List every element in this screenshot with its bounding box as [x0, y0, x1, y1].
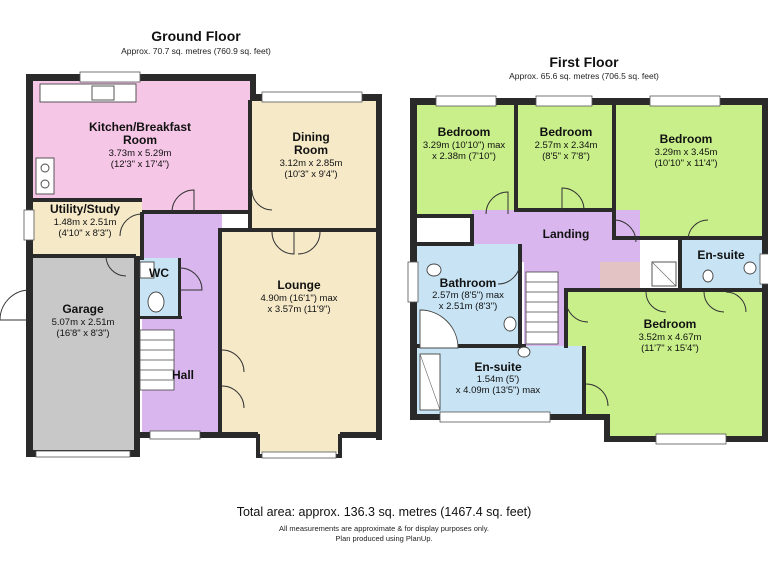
hall-fill	[142, 212, 222, 434]
bathroom-name: Bathroom	[440, 276, 497, 290]
total-area: Total area: approx. 136.3 sq. metres (14…	[237, 505, 532, 519]
bathroom-dim-2: x 2.51m (8'3")	[439, 301, 498, 312]
lounge-fill	[222, 230, 376, 452]
lounge-dim-2: x 3.57m (11'9")	[267, 304, 330, 315]
bedroom-b-dim-1: 2.57m x 2.34m	[535, 140, 598, 151]
bedroom-b-dim-2: (8'5" x 7'8")	[542, 151, 590, 162]
bedroom-d-name: Bedroom	[644, 317, 697, 331]
kitchen-dim-1: 3.73m x 5.29m	[109, 148, 172, 159]
kitchen-fill	[32, 80, 252, 212]
ensuite-top-name: En-suite	[697, 248, 745, 262]
bedroom-b-fill	[516, 104, 614, 210]
bedroom-d-dim-2: (11'7" x 15'4")	[641, 343, 699, 354]
dining-name-1: Dining	[292, 130, 329, 144]
utility-dim-2: (4'10" x 8'3")	[58, 228, 111, 239]
bedroom-c-dim-2: (10'10" x 11'4")	[654, 158, 717, 169]
dining-dim-1: 3.12m x 2.85m	[280, 158, 343, 169]
first-floor-area: Approx. 65.6 sq. metres (706.5 sq. feet)	[509, 71, 659, 81]
bathroom-dim-1: 2.57m (8'5") max	[432, 290, 504, 301]
first-floor-title: First Floor	[549, 54, 619, 70]
bedroom-d-dim-1: 3.52m x 4.67m	[639, 332, 702, 343]
disclaimer-line-1: All measurements are approximate & for d…	[279, 524, 489, 533]
bedroom-b-name: Bedroom	[540, 125, 593, 139]
garage-name: Garage	[62, 302, 104, 316]
bedroom-c-dim-1: 3.29m x 3.45m	[655, 147, 718, 158]
disclaimer-line-2: Plan produced using PlanUp.	[335, 534, 432, 543]
utility-dim-1: 1.48m x 2.51m	[54, 217, 117, 228]
garage-fill	[32, 256, 134, 450]
bedroom-a-fill	[416, 104, 516, 216]
garage-dim-1: 5.07m x 2.51m	[52, 317, 115, 328]
kitchen-dim-2: (12'3" x 17'4")	[111, 159, 169, 170]
bedroom-a-dim-1: 3.29m (10'10") max	[423, 140, 506, 151]
first-floor-plan	[407, 95, 768, 445]
utility-fill	[32, 200, 142, 256]
ground-floor-title: Ground Floor	[151, 28, 241, 44]
bedroom-a-dim-2: x 2.38m (7'10")	[432, 151, 496, 162]
ground-floor-area: Approx. 70.7 sq. metres (760.9 sq. feet)	[121, 46, 271, 56]
ensuite-bottom-fill	[416, 346, 584, 414]
bedroom-d-fill	[566, 290, 762, 436]
bedroom-c-name: Bedroom	[660, 132, 713, 146]
wc-name: WC	[149, 266, 169, 280]
dining-dim-2: (10'3" x 9'4")	[284, 169, 337, 180]
cupboard-fill	[600, 262, 640, 290]
lounge-name: Lounge	[277, 278, 321, 292]
ensuite-bottom-dim-2: x 4.09m (13'5") max	[456, 385, 541, 396]
bedroom-a-name: Bedroom	[438, 125, 491, 139]
ground-stairs	[139, 329, 175, 391]
ensuite-top-fill	[680, 240, 762, 290]
landing-name: Landing	[543, 227, 590, 241]
lounge-dim-1: 4.90m (16'1") max	[261, 293, 338, 304]
dining-fill	[252, 100, 376, 230]
first-stairs	[525, 271, 559, 345]
bedroom-c-fill	[614, 104, 762, 240]
kitchen-name-2: Room	[123, 133, 157, 147]
dining-name-2: Room	[294, 143, 328, 157]
hall-name: Hall	[172, 368, 194, 382]
kitchen-name-1: Kitchen/Breakfast	[89, 120, 191, 134]
ensuite-bottom-name: En-suite	[474, 360, 522, 374]
utility-name: Utility/Study	[50, 202, 120, 216]
garage-dim-2: (16'8" x 8'3")	[56, 328, 109, 339]
ground-floor-plan	[0, 71, 382, 459]
ensuite-bottom-dim-1: 1.54m (5')	[477, 374, 519, 385]
